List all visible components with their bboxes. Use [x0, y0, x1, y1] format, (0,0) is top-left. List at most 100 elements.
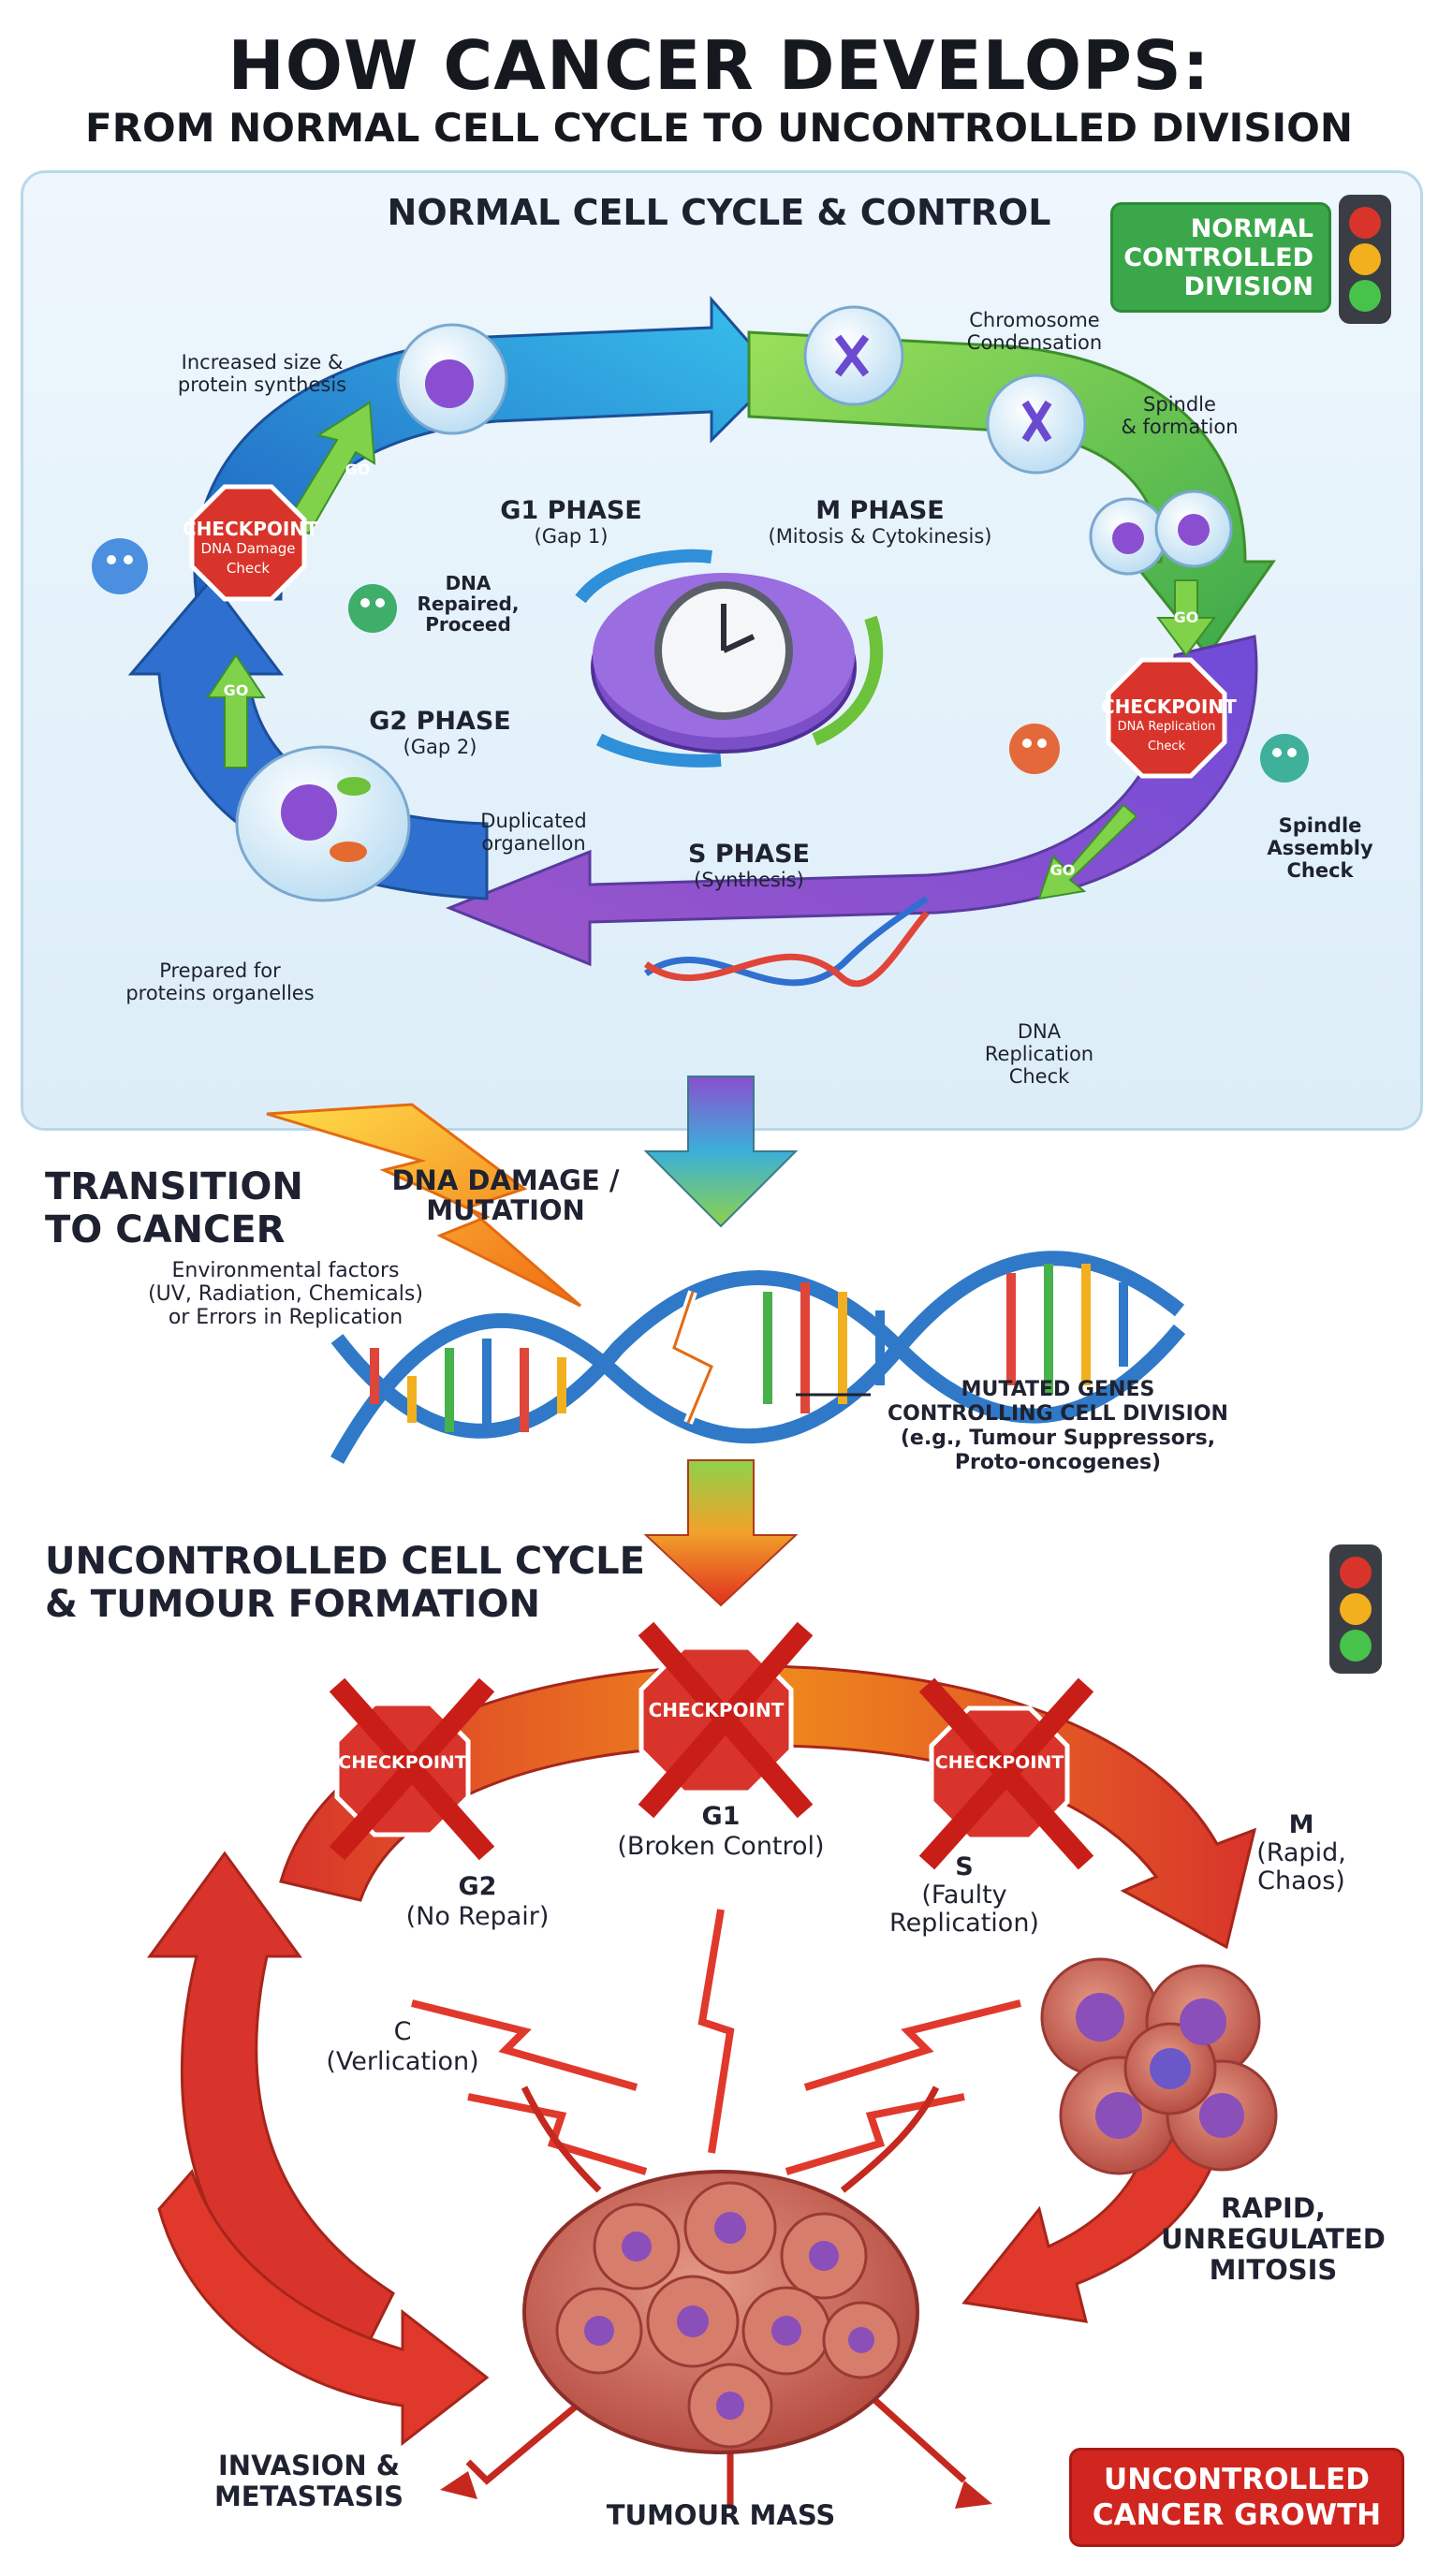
label-line: Replication) [889, 1909, 1039, 1938]
down-arrow-icon [643, 1076, 799, 1228]
note-line: Chromosome [969, 309, 1100, 331]
lightning-bolt-icon [266, 1103, 581, 1308]
note-line: Condensation [966, 331, 1103, 354]
uncontrolled-growth-badge: UNCONTROLLED CANCER GROWTH [1069, 2448, 1404, 2547]
note-prepared: Prepared for proteins organelles [98, 959, 342, 1004]
phase-sub: (Gap 2) [403, 736, 477, 758]
note-chromosome: Chromosome Condensation [922, 309, 1147, 354]
note-spindle-check: Spindle Assembly Check [1236, 814, 1404, 882]
checkpoint-line: DNA Replication [1117, 720, 1216, 734]
normal-cycle-heading: NORMAL CELL CYCLE & CONTROL [387, 192, 1051, 233]
normal-cells [235, 305, 1233, 902]
label-line: DNA DAMAGE / [391, 1164, 620, 1196]
label-line: MUTATED GENES [961, 1378, 1155, 1401]
note-line: Replication [984, 1043, 1094, 1065]
note-line: Check [1008, 1065, 1070, 1088]
checkpoint-word: CHECKPOINT [183, 518, 318, 540]
note-line: Repaired, [417, 593, 520, 615]
phase-name: M PHASE [815, 496, 945, 525]
transition-heading: TRANSITION TO CANCER [45, 1165, 303, 1251]
go-label: GO [1173, 608, 1199, 626]
checkpoint-sign-dna-damage [189, 484, 307, 602]
page-title: HOW CANCER DEVELOPS: [227, 26, 1211, 105]
note-dna-replication-check: DNA Replication Check [955, 1020, 1123, 1088]
checkpoint-line: Check [1148, 739, 1185, 754]
down-arrow-icon [643, 1459, 799, 1607]
label-line: G1 [701, 1802, 741, 1831]
phase-sub: (Synthesis) [694, 869, 804, 891]
label-line: M [1288, 1810, 1314, 1839]
note-line: DNA [1017, 1020, 1062, 1043]
badge-line: DIVISION [1183, 272, 1313, 301]
label-line: INVASION & [218, 2450, 400, 2481]
label-line: METASTASIS [213, 2481, 404, 2512]
checkpoint-sign-dna-replication [1106, 657, 1227, 779]
invasion-metastasis-label: INVASION & METASTASIS [187, 2451, 431, 2512]
go-arrow-icon [1156, 579, 1216, 657]
phase-name: S PHASE [687, 840, 811, 869]
go-arrows [206, 401, 1216, 900]
phase-sub: (Mitosis & Cytokinesis) [768, 525, 992, 548]
note-duplicated: Duplicated organellon [440, 810, 627, 855]
go-arrow-icon [206, 653, 266, 768]
m-rapid-label: M (Rapid, Chaos) [1236, 1811, 1367, 1895]
cancer-cell-cluster [1040, 1957, 1278, 2175]
dna-helix-small [643, 896, 930, 988]
label-line: Chaos) [1257, 1866, 1345, 1895]
note-line: Spindle [1143, 393, 1216, 416]
note-spindle: Spindle & formation [1105, 393, 1255, 438]
label-line: (UV, Radiation, Chemicals) [148, 1282, 423, 1306]
heading-line: UNCONTROLLED CELL CYCLE [45, 1540, 645, 1583]
note-line: Increased size & [181, 351, 344, 373]
broken-checkpoint-middle [638, 1621, 814, 1819]
note-line: protein synthesis [177, 373, 347, 396]
label-line: MITOSIS [1209, 2254, 1338, 2286]
label-line: (Faulty [921, 1881, 1007, 1910]
clock-icon [575, 549, 884, 768]
g2-phase-label: G2 PHASE (Gap 2) [328, 707, 552, 758]
dna-double-helix-icon [330, 1251, 1186, 1464]
note-line: Proceed [425, 613, 511, 636]
note-line: Prepared for [159, 959, 281, 982]
note-line: Duplicated [480, 810, 587, 832]
phase-sub: (Gap 1) [534, 525, 609, 548]
environmental-factors-label: Environmental factors (UV, Radiation, Ch… [112, 1259, 459, 1329]
note-line: Spindle [1278, 814, 1362, 837]
label-line: MUTATION [426, 1194, 585, 1226]
heading-line: TRANSITION [45, 1165, 303, 1208]
phase-name: G2 PHASE [369, 707, 511, 736]
note-dna-repaired: DNA Repaired, Proceed [403, 573, 534, 635]
rapid-mitosis-label: RAPID, UNREGULATED MITOSIS [1152, 2193, 1395, 2286]
label-line: (e.g., Tumour Suppressors, [900, 1427, 1216, 1450]
c-verlication-label: C (Verlication) [300, 2017, 506, 2077]
normal-division-badge: NORMAL CONTROLLED DIVISION [1110, 202, 1331, 313]
note-line: Check [1286, 859, 1354, 882]
label-line: RAPID, [1221, 2192, 1326, 2224]
broken-checkpoint-left [329, 1677, 495, 1861]
badge-line: UNCONTROLLED [1104, 2463, 1370, 2496]
label-line: G2 [458, 1872, 497, 1901]
go-label: GO [1049, 861, 1076, 879]
broken-checkpoint-text: CHECKPOINT [648, 1699, 785, 1721]
label-line: (No Repair) [405, 1902, 550, 1931]
g2-no-repair-label: G2 (No Repair) [384, 1872, 571, 1932]
mascot-icon [1009, 724, 1060, 774]
mutated-genes-label: MUTATED GENES CONTROLLING CELL DIVISION … [871, 1378, 1245, 1475]
g1-broken-label: G1 (Broken Control) [590, 1802, 852, 1862]
note-line: Assembly [1267, 837, 1373, 859]
traffic-light-red-icon [1329, 1544, 1382, 1674]
label-line: Proto-oncogenes) [954, 1451, 1162, 1474]
broken-checkpoint-text: CHECKPOINT [934, 1752, 1064, 1773]
mascot-characters [92, 538, 1309, 783]
go-arrow-icon [284, 401, 376, 535]
badge-line: NORMAL [1190, 214, 1313, 243]
note-increased-size: Increased size & protein synthesis [150, 351, 374, 396]
label-line: or Errors in Replication [168, 1306, 404, 1329]
label-line: CONTROLLING CELL DIVISION [888, 1402, 1228, 1426]
note-line: proteins organelles [125, 982, 315, 1004]
go-label: GO [345, 461, 371, 478]
checkpoint-line: DNA Damage [200, 540, 296, 557]
checkpoint-sign-text: CHECKPOINT DNA Damage Check [183, 518, 318, 578]
